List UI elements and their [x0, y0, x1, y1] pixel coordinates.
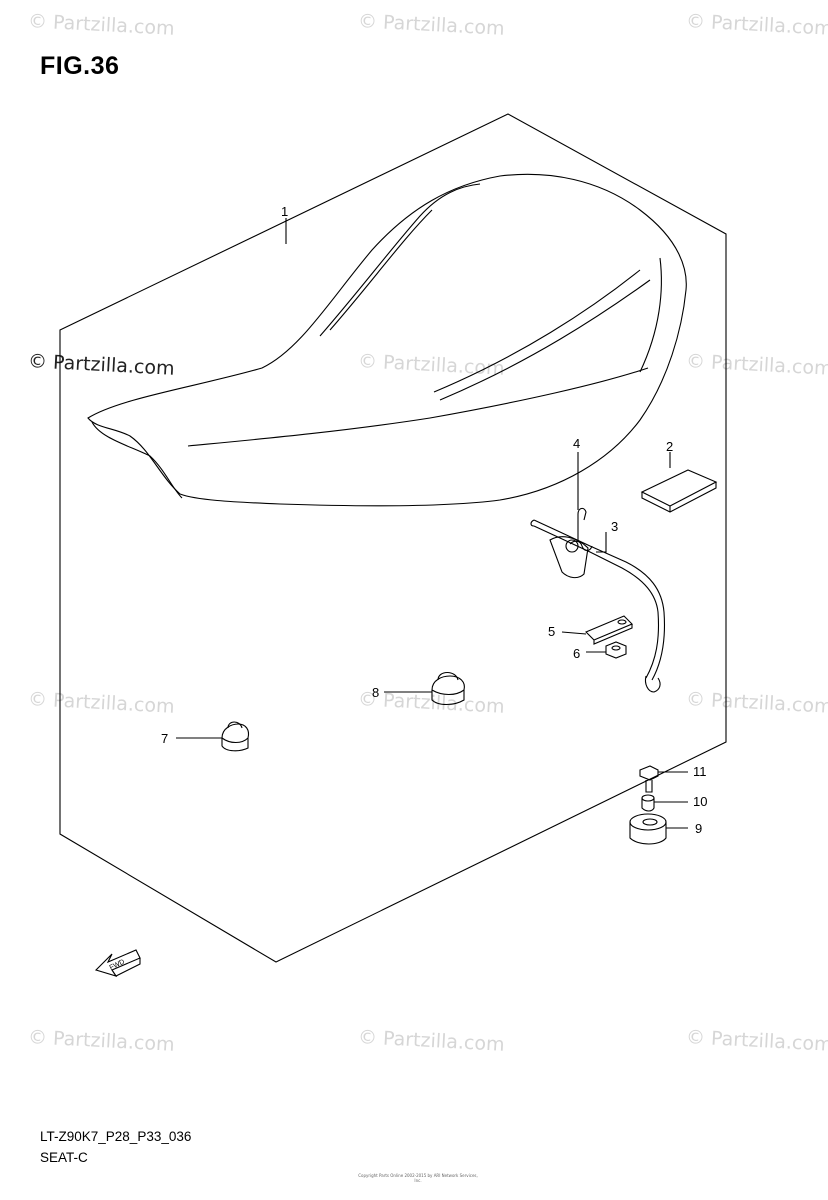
- kit-outline: [59, 113, 727, 963]
- seat-illustration: [87, 173, 687, 507]
- callout-label: 3: [611, 519, 618, 534]
- spring-illustration: [569, 507, 593, 552]
- model-code: LT-Z90K7_P28_P33_036: [40, 1129, 192, 1144]
- callout-label: 4: [573, 436, 580, 451]
- fwd-arrow-icon: [94, 949, 141, 977]
- seat-lock-rod-illustration: [530, 519, 665, 693]
- section-name: SEAT-C: [40, 1150, 88, 1165]
- callout-label: 9: [695, 821, 702, 836]
- callout-label: 1: [281, 204, 288, 219]
- callout-label: 10: [693, 794, 707, 809]
- spacer-illustration: [641, 794, 655, 812]
- cushion-illustration: [629, 813, 667, 845]
- figure-title: FIG.36: [40, 52, 120, 80]
- plate-illustration: [585, 615, 633, 645]
- nut-illustration: [605, 641, 627, 659]
- callout-label: 11: [693, 764, 707, 779]
- callout-label: 6: [573, 646, 580, 661]
- copyright-notice: Copyright Parts Online 2002-2015 by ARI …: [358, 1173, 478, 1183]
- seat-pad-illustration: [640, 469, 718, 513]
- bolt-illustration: [639, 765, 659, 793]
- callout-label: 7: [161, 731, 168, 746]
- callout-label: 2: [666, 439, 673, 454]
- cushion-illustration: [221, 721, 250, 752]
- callout-label: 5: [548, 624, 555, 639]
- cushion-illustration: [431, 671, 465, 706]
- callout-label: 8: [372, 685, 379, 700]
